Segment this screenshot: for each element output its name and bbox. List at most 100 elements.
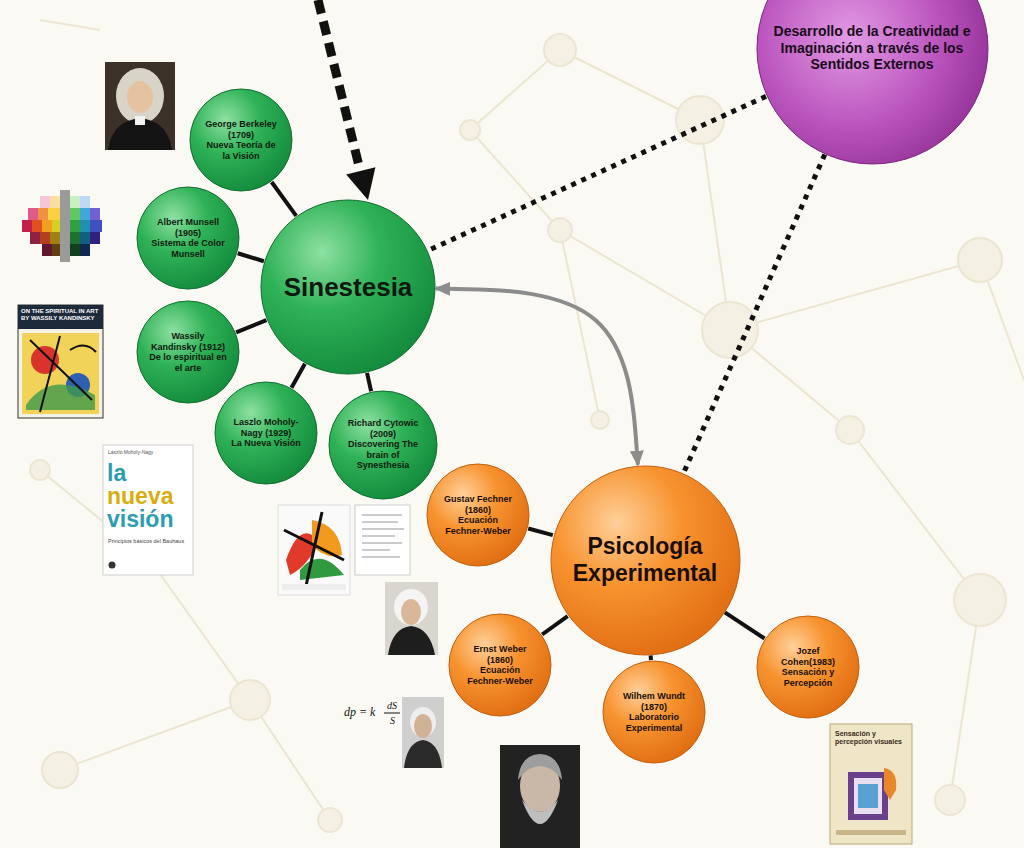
node-text-block: Jozef Cohen(1983)Sensación y Percepción (769, 646, 847, 688)
munsell-color-solid (30, 232, 40, 244)
fechner-portrait (385, 582, 438, 655)
node-text: Laboratorio Experimental (615, 712, 693, 733)
nueva-vision-book-cover (103, 445, 193, 575)
node-text-block: Ernst Weber (1860)Ecuación Fechner-Weber (461, 644, 539, 686)
berkeley-portrait (105, 62, 175, 150)
network-pattern (950, 600, 980, 800)
node-text: Nueva Teoría de la Visión (202, 140, 280, 161)
formula-numerator: dS (386, 700, 398, 711)
node-text: Ecuación Fechner-Weber (439, 515, 517, 536)
circle-fill (427, 464, 529, 566)
munsell-color-solid (80, 220, 90, 232)
circle-fill (137, 301, 239, 403)
colorful-book-cover (278, 505, 350, 595)
cohen-book-cover (884, 768, 896, 800)
munsell-color-solid (48, 208, 60, 220)
network-pattern (730, 260, 980, 330)
document-page (355, 505, 410, 575)
author-circle: Ernst Weber (1860)Ecuación Fechner-Weber (448, 613, 552, 717)
munsell-color-solid (52, 220, 60, 232)
node-text: Wilhem Wundt (1870) (615, 691, 693, 712)
cohen-book-cover (830, 724, 912, 844)
dotted-connector (684, 155, 825, 473)
munsell-color-solid (50, 196, 60, 208)
book-cover-title: ON THE SPIRITUAL IN ART BY WASSILY KANDI… (21, 308, 101, 322)
book-cover-title: la (107, 462, 126, 485)
weber-portrait (414, 714, 432, 738)
book-cover-title: visión (107, 508, 173, 531)
munsell-color-solid (28, 208, 38, 220)
topic-circle: Psicología Experimental (550, 465, 741, 656)
cohen-book-cover (830, 724, 912, 844)
cohen-book-cover (858, 784, 878, 808)
colorful-book-cover (278, 505, 350, 595)
weber-portrait (402, 697, 444, 768)
colorful-book-cover (284, 512, 344, 586)
munsell-color-solid (80, 208, 90, 220)
node-text-block: Richard Cytowic (2009)Discovering The br… (347, 418, 419, 471)
network-pattern (40, 20, 100, 30)
munsell-color-solid (70, 220, 80, 232)
wundt-portrait (500, 745, 580, 848)
kandinsky-book-cover (30, 336, 96, 412)
munsell-color-solid (60, 190, 70, 262)
book-cover-subtitle: Principios básicos del Bauhaus (108, 538, 190, 544)
author-circle: Albert Munsell (1905)Sistema de Color Mu… (136, 186, 240, 290)
node-text: Wassily Kandinsky (1912) (149, 331, 227, 352)
node-text: Gustav Fechner (1860) (439, 494, 517, 515)
munsell-color-solid (70, 196, 80, 208)
node-text: Albert Munsell (1905) (149, 217, 227, 238)
network-pattern (470, 50, 560, 130)
nueva-vision-book-cover (103, 445, 193, 575)
node-text-block: Wilhem Wundt (1870)Laboratorio Experimen… (615, 691, 693, 733)
curved-arrow (436, 289, 638, 465)
kandinsky-book-cover (18, 305, 103, 418)
munsell-color-solid (40, 196, 50, 208)
spoke-line (238, 253, 264, 261)
network-pattern (318, 808, 342, 832)
node-text: Richard Cytowic (2009) (347, 418, 419, 439)
munsell-color-solid (70, 244, 80, 256)
document-page (362, 515, 404, 557)
dashed-arrow (346, 167, 375, 200)
munsell-color-solid (22, 220, 32, 232)
network-pattern (850, 430, 980, 600)
document-page (355, 505, 410, 575)
network-pattern (460, 120, 480, 140)
circle-fill (757, 616, 859, 718)
node-text-block: Laszlo Moholy-Nagy (1929)La Nueva Visión (227, 417, 305, 449)
node-text-block: Desarrollo de la Creatividad e Imaginaci… (765, 23, 980, 73)
node-text: La Nueva Visión (227, 438, 305, 449)
author-circle: Wilhem Wundt (1870)Laboratorio Experimen… (602, 660, 706, 764)
node-text: Psicología Experimental (560, 533, 730, 587)
network-pattern (544, 34, 576, 66)
wundt-portrait (518, 754, 562, 780)
munsell-color-solid (90, 232, 100, 244)
node-text-block: Sinestesia (284, 272, 413, 303)
spoke-line (649, 655, 653, 660)
book-cover-title: nueva (107, 485, 173, 508)
kandinsky-book-cover (22, 333, 99, 414)
munsell-color-solid (90, 208, 100, 220)
spoke-line (291, 364, 304, 388)
fechner-portrait (394, 589, 428, 625)
colorful-book-cover (282, 584, 346, 590)
munsell-color-solid (52, 244, 60, 256)
berkeley-portrait (135, 116, 145, 125)
circle-fill (329, 391, 437, 499)
spoke-line (367, 373, 371, 391)
munsell-color-solid (90, 220, 102, 232)
network-pattern (700, 120, 730, 330)
weber-portrait (404, 740, 442, 768)
fechner-portrait (401, 599, 421, 625)
kandinsky-book-cover (31, 346, 59, 374)
author-circle: Jozef Cohen(1983)Sensación y Percepción (756, 615, 860, 719)
author-circle: Richard Cytowic (2009)Discovering The br… (328, 390, 438, 500)
node-text: Sinestesia (284, 272, 413, 303)
circle-fill (215, 382, 317, 484)
spoke-line (236, 320, 266, 332)
circle-fill (449, 614, 551, 716)
dashed-arrow (318, 0, 360, 170)
kandinsky-book-cover (26, 385, 95, 410)
